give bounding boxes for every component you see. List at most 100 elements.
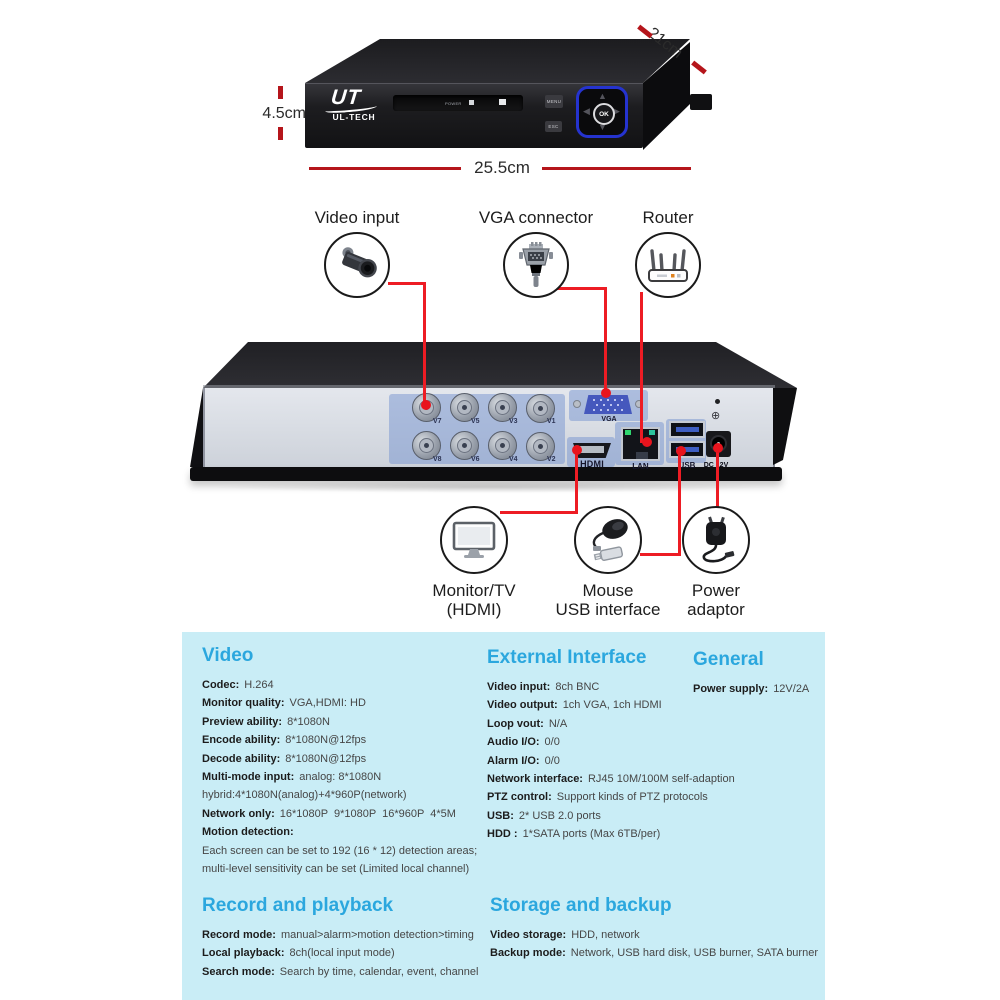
callout-circle-video-input bbox=[324, 232, 390, 298]
power-indicator-label: POWER bbox=[445, 101, 462, 106]
spec-section-video: Video Codec:H.264 Monitor quality:VGA,HD… bbox=[202, 644, 487, 878]
bnc-connector-v8 bbox=[412, 431, 441, 460]
spec-row: HDD :1*SATA ports (Max 6TB/per) bbox=[487, 828, 661, 841]
menu-button: MENU bbox=[545, 95, 563, 108]
callout-circle-router bbox=[635, 232, 701, 298]
bnc-connector-v6 bbox=[450, 431, 479, 460]
port-label-v2: V2 bbox=[547, 456, 556, 463]
mouse-usb-icon bbox=[592, 519, 628, 561]
spec-row: PTZ control:Support kinds of PTZ protoco… bbox=[487, 791, 708, 804]
vga-port bbox=[584, 395, 632, 414]
rear-screw-dot bbox=[715, 399, 720, 404]
marker-dot-lan bbox=[642, 437, 652, 447]
section-heading-record-playback: Record and playback bbox=[202, 895, 394, 916]
connector-line-usb bbox=[678, 453, 681, 556]
rear-bottom-strip bbox=[190, 467, 782, 481]
spec-row: multi-level sensitivity can be set (Limi… bbox=[202, 863, 470, 876]
router-icon bbox=[648, 249, 688, 282]
connector-line-vga bbox=[604, 287, 607, 394]
arrow-left-icon: ◀ bbox=[583, 106, 590, 116]
spec-row: Record mode:manual>alarm>motion detectio… bbox=[202, 929, 474, 941]
bnc-connector-v4 bbox=[488, 431, 517, 460]
spec-row: Backup mode:Network, USB hard disk, USB … bbox=[490, 947, 818, 960]
spec-row: Alarm I/O:0/0 bbox=[487, 754, 560, 767]
spec-panel bbox=[182, 632, 825, 1000]
spec-row: Codec:H.264 bbox=[202, 679, 274, 691]
spec-row: hybrid:4*1080N(analog)+4*960P(network) bbox=[202, 789, 407, 802]
callout-circle-vga-connector bbox=[503, 232, 569, 298]
hdmi-port bbox=[573, 443, 611, 458]
spec-row: Encode ability:8*1080N@12fps bbox=[202, 734, 367, 747]
port-label-v5: V5 bbox=[471, 418, 480, 425]
connector-line-power bbox=[716, 450, 719, 507]
spec-row: Local playback:8ch(local input mode) bbox=[202, 947, 395, 960]
status-led bbox=[469, 100, 474, 105]
spec-row: USB:2* USB 2.0 ports bbox=[487, 809, 601, 822]
spec-row: Decode ability:8*1080N@12fps bbox=[202, 752, 367, 765]
marker-dot-dc bbox=[713, 443, 723, 453]
spec-row: Motion detection: bbox=[202, 826, 294, 839]
bnc-connector-v1 bbox=[526, 394, 555, 423]
connector-line-hdmi bbox=[575, 452, 578, 514]
port-label-v7: V7 bbox=[433, 418, 442, 425]
connector-line-router bbox=[640, 292, 643, 443]
port-label-lan: LAN bbox=[632, 462, 649, 471]
dimension-width-label: 25.5cm bbox=[474, 158, 530, 177]
callout-circle-mouse bbox=[574, 506, 642, 574]
arrow-right-icon: ▶ bbox=[613, 106, 620, 116]
front-disc-slot: POWER bbox=[393, 95, 523, 111]
brand-logo-text: UL-TECH bbox=[332, 112, 376, 122]
spec-row: Video input:8ch BNC bbox=[487, 681, 600, 693]
spec-section-general: General Power supply:12V/2A bbox=[693, 648, 823, 698]
dvr-side-tab bbox=[690, 94, 712, 110]
section-heading-external-interface: External Interface bbox=[487, 647, 647, 668]
callout-label-video-input: Video input bbox=[314, 208, 400, 227]
spec-row: Video storage:HDD, network bbox=[490, 929, 640, 941]
connector-line-vga bbox=[557, 287, 607, 290]
bnc-connector-v2 bbox=[526, 432, 555, 461]
spec-section-storage-backup: Storage and backup Video storage:HDD, ne… bbox=[490, 894, 830, 963]
spec-row: Audio I/O:0/0 bbox=[487, 736, 560, 749]
port-label-v8: V8 bbox=[433, 456, 442, 463]
arrow-up-icon: ▲ bbox=[598, 91, 607, 101]
spec-row: Network interface:RJ45 10M/100M self-ada… bbox=[487, 773, 735, 786]
bnc-connector-v3 bbox=[488, 393, 517, 422]
dvr-top-surface bbox=[305, 39, 690, 83]
spec-row: Monitor quality:VGA,HDMI: HD bbox=[202, 697, 366, 710]
spec-row: Multi-mode input:analog: 8*1080N bbox=[202, 771, 382, 784]
ground-symbol: ⊕ bbox=[711, 410, 721, 422]
arrow-down-icon: ▼ bbox=[598, 122, 607, 132]
marker-dot-vga bbox=[601, 388, 611, 398]
port-label-v4: V4 bbox=[509, 456, 518, 463]
dimension-dash bbox=[278, 86, 283, 99]
dimension-dash bbox=[278, 127, 283, 140]
section-heading-storage-backup: Storage and backup bbox=[490, 895, 672, 916]
port-label-v6: V6 bbox=[471, 456, 480, 463]
callout-circle-power bbox=[682, 506, 750, 574]
dvr-front-face: UT UL-TECH POWER MENU ESC ▲ ▼ ◀ ▶ OK bbox=[305, 83, 643, 148]
port-label-hdmi: HDMI bbox=[580, 459, 604, 469]
spec-row: Power supply:12V/2A bbox=[693, 683, 810, 695]
port-label-usb: USB bbox=[678, 461, 696, 470]
callout-label-mouse: Mouse USB interface bbox=[555, 581, 661, 619]
spec-row: Preview ability:8*1080N bbox=[202, 715, 330, 728]
spec-row: Search mode:Search by time, calendar, ev… bbox=[202, 965, 479, 978]
rear-right-side bbox=[773, 388, 797, 465]
rear-device-shadow bbox=[210, 481, 770, 493]
camera-icon bbox=[342, 247, 377, 278]
spec-section-external-interface: External Interface Video input:8ch BNC V… bbox=[487, 646, 787, 844]
callout-label-power: Power adaptor bbox=[687, 581, 745, 619]
marker-dot-hdmi bbox=[572, 445, 582, 455]
ir-window bbox=[499, 99, 506, 105]
spec-row: Network only:16*1080P 9*1080P 16*960P 4*… bbox=[202, 807, 456, 820]
usb-port-1 bbox=[669, 421, 705, 438]
callout-label-router: Router bbox=[642, 208, 694, 227]
callout-label-vga-connector: VGA connector bbox=[478, 208, 594, 227]
spec-section-record-playback: Record and playback Record mode:manual>a… bbox=[202, 894, 492, 981]
monitor-icon bbox=[452, 521, 496, 558]
dimension-width-line-left bbox=[309, 167, 461, 170]
power-adaptor-icon bbox=[702, 516, 735, 563]
directional-pad: ▲ ▼ ◀ ▶ OK bbox=[576, 86, 628, 138]
ok-button: OK bbox=[593, 103, 615, 125]
